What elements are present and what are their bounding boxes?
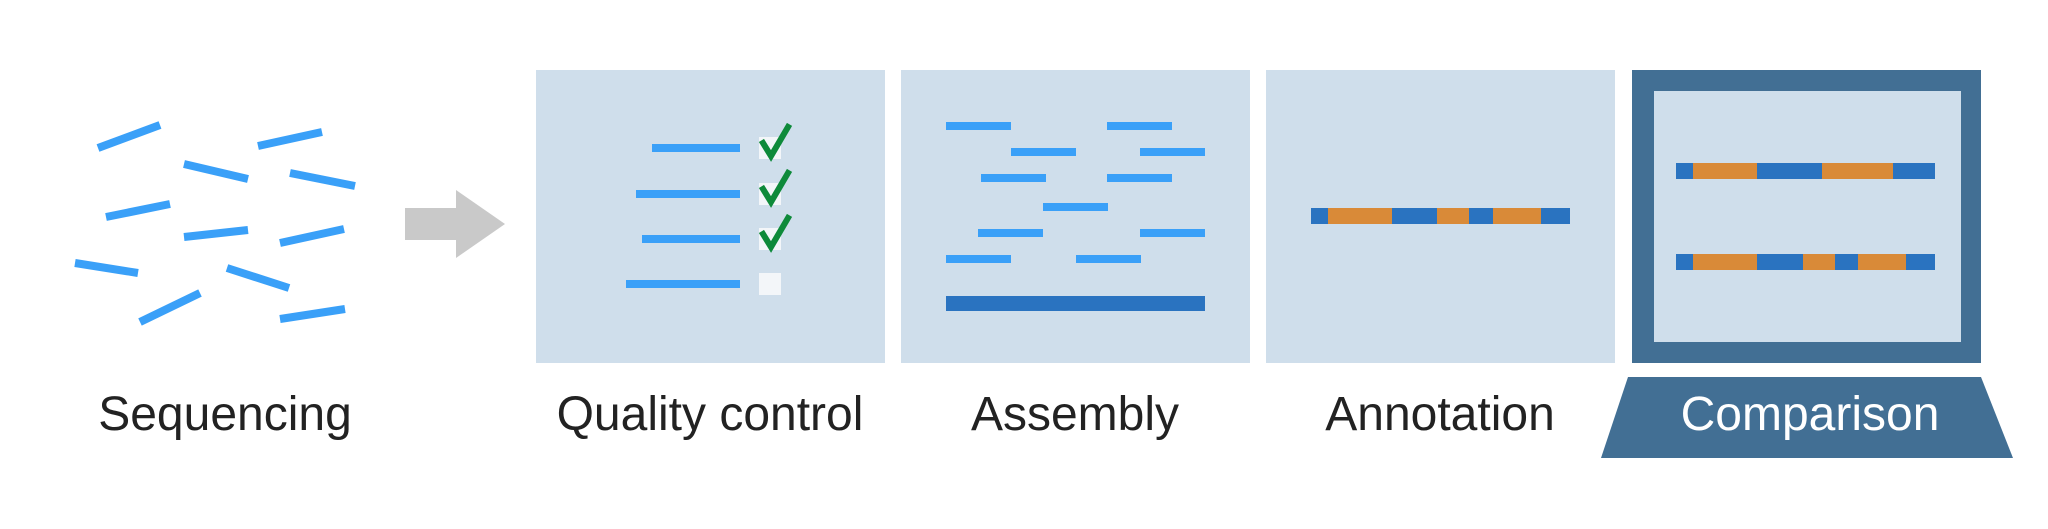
- read-fragment: [183, 160, 249, 183]
- read-fragment: [138, 289, 202, 326]
- monitor-base: [1601, 377, 2013, 458]
- checkmark-icon: [758, 122, 793, 162]
- gene-block: [1693, 163, 1757, 179]
- panel-background: [536, 70, 885, 363]
- annotation-panel: [1266, 70, 1615, 363]
- stage-label-quality-control: Quality control: [556, 388, 864, 441]
- gene-block: [1822, 163, 1893, 179]
- stage-label-sequencing: Sequencing: [98, 388, 352, 441]
- arrow-right-icon: [405, 190, 505, 258]
- gene-block: [1493, 208, 1541, 224]
- assembly-panel: [901, 70, 1250, 363]
- gene-block: [1803, 254, 1835, 270]
- stage-label-assembly: Assembly: [970, 388, 1180, 441]
- read-fragment: [225, 264, 291, 292]
- gene-block: [1858, 254, 1906, 270]
- assembled-genome: [946, 296, 1205, 311]
- gene-block: [1693, 254, 1757, 270]
- checkmark-icon: [758, 168, 793, 208]
- gene-block: [1437, 208, 1469, 224]
- read-fragment: [289, 169, 356, 190]
- monitor-screen: [1654, 91, 1961, 342]
- panel-background: [901, 70, 1250, 363]
- read-fragment: [279, 305, 346, 323]
- stage-label-comparison: Comparison: [1680, 388, 1940, 441]
- gene-block: [1328, 208, 1392, 224]
- read-fragment: [96, 121, 162, 152]
- stage-label-annotation: Annotation: [1325, 388, 1555, 441]
- read-fragment: [279, 225, 345, 247]
- read-fragment: [257, 128, 323, 150]
- checkbox: [759, 273, 781, 295]
- read-fragment: [74, 259, 139, 277]
- sequencing-reads: [74, 121, 356, 326]
- checkmark-icon: [758, 213, 793, 253]
- quality-control-panel: [536, 70, 885, 363]
- monitor-icon: [1601, 70, 2013, 458]
- read-fragment: [183, 226, 249, 241]
- read-fragment: [105, 200, 171, 221]
